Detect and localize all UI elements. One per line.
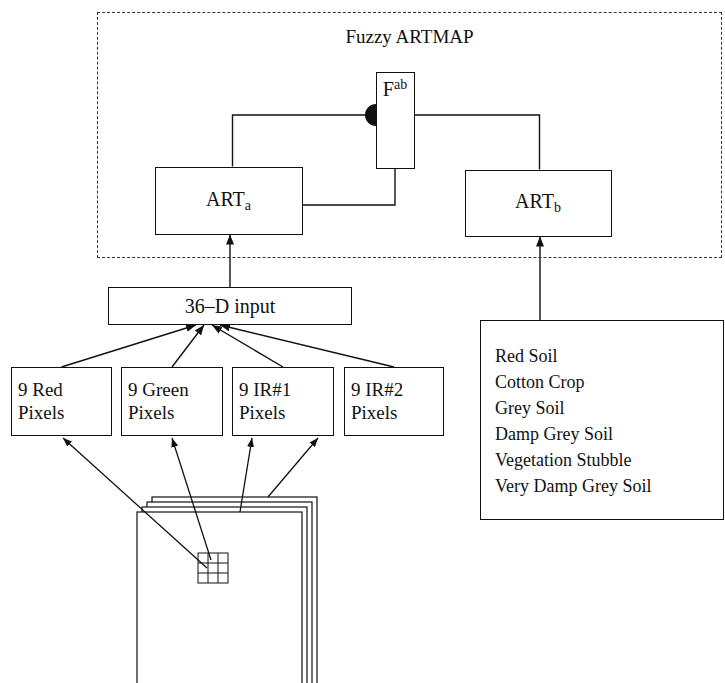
superscript: ab <box>394 77 407 92</box>
input-label: 36–D input <box>185 295 276 318</box>
pixel-box: 9 IR#1 Pixels <box>232 367 334 436</box>
link-line <box>303 169 396 206</box>
class-name: Cotton Crop <box>495 369 711 395</box>
class-name: Damp Grey Soil <box>495 421 711 447</box>
link-line <box>415 115 540 170</box>
flow-arrow <box>539 237 540 321</box>
pixel-box: 9 IR#2 Pixels <box>344 367 444 436</box>
link-line <box>233 115 376 167</box>
subscript: b <box>554 200 561 215</box>
flow-arrow <box>172 325 204 367</box>
fuzzy-artmap-frame: Fuzzy ARTMAPFabARTaARTb <box>97 12 722 258</box>
module-label: Fab <box>383 77 407 101</box>
frame-title: Fuzzy ARTMAP <box>98 26 721 48</box>
module-label: ARTa <box>206 188 251 214</box>
subscript: a <box>245 198 251 213</box>
art-module-box: ARTa <box>155 167 303 235</box>
art-module-box: ARTb <box>465 170 612 237</box>
module-name: ART <box>515 190 554 212</box>
flow-arrow <box>62 325 197 367</box>
flow-arrow <box>229 235 230 288</box>
class-name: Grey Soil <box>495 395 711 421</box>
input-box: 36–D input <box>108 287 352 325</box>
class-list-box: Red SoilCotton CropGrey SoilDamp Grey So… <box>480 320 724 520</box>
class-name: Vegetation Stubble <box>495 447 711 473</box>
pixel-box: 9 Green Pixels <box>121 367 223 436</box>
flow-arrow <box>220 325 394 367</box>
class-name: Red Soil <box>495 343 711 369</box>
pixel-label: 9 IR#1 Pixels <box>239 379 327 425</box>
module-name: F <box>383 78 394 100</box>
map-field-box: Fab <box>376 72 415 169</box>
module-label: ARTb <box>515 190 561 216</box>
pixel-label: 9 Red Pixels <box>18 379 105 425</box>
pixel-label: 9 Green Pixels <box>128 379 216 425</box>
pixel-label: 9 IR#2 Pixels <box>351 379 437 425</box>
pixel-box: 9 Red Pixels <box>11 367 112 436</box>
module-name: ART <box>206 188 245 210</box>
class-name: Very Damp Grey Soil <box>495 473 711 499</box>
